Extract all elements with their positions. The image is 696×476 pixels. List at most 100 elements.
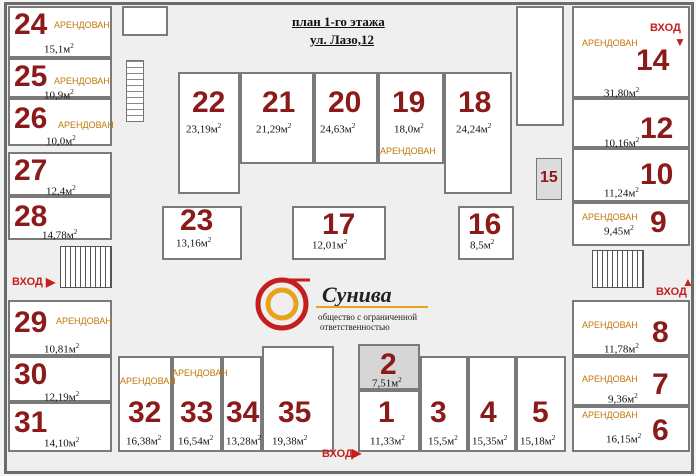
room-34-box <box>222 356 262 452</box>
room-1-area: 11,33м2 <box>370 434 405 448</box>
room-28-box <box>8 196 112 240</box>
room-5-number: 5 <box>532 396 549 429</box>
room-23-area: 13,16м2 <box>176 236 212 250</box>
room-19-area: 18,0м2 <box>394 122 424 136</box>
room-24-box <box>8 6 112 58</box>
room-29-box <box>8 300 112 356</box>
room-27-box <box>8 152 112 196</box>
room-21-box <box>240 72 314 164</box>
room-27-area: 12,4м2 <box>46 184 76 198</box>
room-23-number: 23 <box>180 204 214 237</box>
room-26-number: 26 <box>14 102 48 135</box>
room-16-box <box>458 206 514 260</box>
room-7-box <box>572 356 690 406</box>
entry-arrow-top-right-icon: ▼ <box>674 35 686 49</box>
room-31-number: 31 <box>14 406 48 439</box>
room-2-number: 2 <box>380 348 397 381</box>
room-33-rented: АРЕНДОВАН <box>172 368 228 378</box>
room-4-number: 4 <box>480 396 497 429</box>
room-26-area: 10,0м2 <box>46 134 76 148</box>
room-3-box <box>420 356 468 452</box>
room-33-area: 16,54м2 <box>178 434 214 448</box>
room-23-box <box>162 206 242 260</box>
plan-address: ул. Лазо,12 <box>310 32 375 47</box>
room-29-area: 10,81м2 <box>44 342 80 356</box>
room-25-rented: АРЕНДОВАН <box>54 76 110 86</box>
room-22-box <box>178 72 240 194</box>
stairs-right <box>592 250 644 288</box>
room-1-number: 1 <box>378 396 395 429</box>
room-9-box <box>572 202 690 246</box>
entry-arrow-right-icon: ▲ <box>682 275 694 289</box>
room-12-box <box>572 98 690 148</box>
room-18-number: 18 <box>458 86 492 119</box>
room-21-number: 21 <box>262 86 296 119</box>
room-26-rented: АРЕНДОВАН <box>58 120 114 130</box>
room-18-box <box>444 72 512 194</box>
room-21-area: 21,29м2 <box>256 122 292 136</box>
room-14-area: 31,80м2 <box>604 86 640 100</box>
room-22-number: 22 <box>192 86 226 119</box>
room-12-number: 12 <box>640 112 674 145</box>
room-15-box <box>536 158 562 200</box>
room-17-area: 12,01м2 <box>312 238 348 252</box>
room-25-box <box>8 58 112 98</box>
room-9-rented: АРЕНДОВАН <box>582 212 638 222</box>
room-9-area: 9,45м2 <box>604 224 634 238</box>
room-31-area: 14,10м2 <box>44 436 80 450</box>
stairs-left <box>60 246 112 288</box>
room-34-area: 13,28м2 <box>226 434 262 448</box>
company-logo-icon <box>255 277 310 331</box>
room-18-area: 24,24м2 <box>456 122 492 136</box>
room-24-rented: АРЕНДОВАН <box>54 20 110 30</box>
room-17-box <box>292 206 386 260</box>
room-32-number: 32 <box>128 396 162 429</box>
room-24-area: 15,1м2 <box>44 42 74 56</box>
room-16-area: 8,5м2 <box>470 238 495 252</box>
room-35-box <box>262 346 334 452</box>
room-28-number: 28 <box>14 200 48 233</box>
logo-underline <box>316 306 428 308</box>
room-25-area: 10,9м2 <box>44 88 74 102</box>
room-9-number: 9 <box>650 206 667 239</box>
room-16-number: 16 <box>468 208 502 241</box>
entry-label-left: ВХОД <box>12 276 43 288</box>
room-7-number: 7 <box>652 368 669 401</box>
plan-title: план 1-го этажа <box>292 14 385 29</box>
wc-block-left <box>122 6 168 36</box>
room-1-box <box>358 390 420 452</box>
room-27-number: 27 <box>14 154 48 187</box>
room-8-rented: АРЕНДОВАН <box>582 320 638 330</box>
room-33-box <box>172 356 222 452</box>
room-12-area: 10,16м2 <box>604 136 640 150</box>
room-33-number: 33 <box>180 396 214 429</box>
room-3-number: 3 <box>430 396 447 429</box>
room-35-number: 35 <box>278 396 312 429</box>
room-17-number: 17 <box>322 208 356 241</box>
room-2-area: 7,51м2 <box>372 376 402 390</box>
room-31-box <box>8 402 112 452</box>
room-29-number: 29 <box>14 306 48 339</box>
room-8-box <box>572 300 690 356</box>
room-10-area: 11,24м2 <box>604 186 639 200</box>
room-35-area: 19,38м2 <box>272 434 308 448</box>
room-30-box <box>8 356 112 402</box>
room-6-number: 6 <box>652 414 669 447</box>
room-32-rented: АРЕНДОВАН <box>120 376 176 386</box>
room-14-number: 14 <box>636 44 670 77</box>
room-30-area: 12,19м2 <box>44 390 80 404</box>
room-4-box <box>468 356 516 452</box>
room-28-area: 14,78м2 <box>42 228 78 242</box>
room-32-area: 16,38м2 <box>126 434 162 448</box>
room-2-box <box>358 344 420 390</box>
entry-label-bottom: ВХОД <box>322 448 353 460</box>
company-name: Сунива <box>322 282 392 307</box>
room-26-box <box>8 98 112 146</box>
entry-arrow-bottom-icon: ▶ <box>352 446 362 460</box>
room-3-area: 15,5м2 <box>428 434 458 448</box>
room-6-area: 16,15м2 <box>606 432 642 446</box>
room-15-number: 15 <box>540 169 558 186</box>
room-4-area: 15,35м2 <box>472 434 508 448</box>
entry-arrow-left-icon: ▶ <box>46 275 56 289</box>
